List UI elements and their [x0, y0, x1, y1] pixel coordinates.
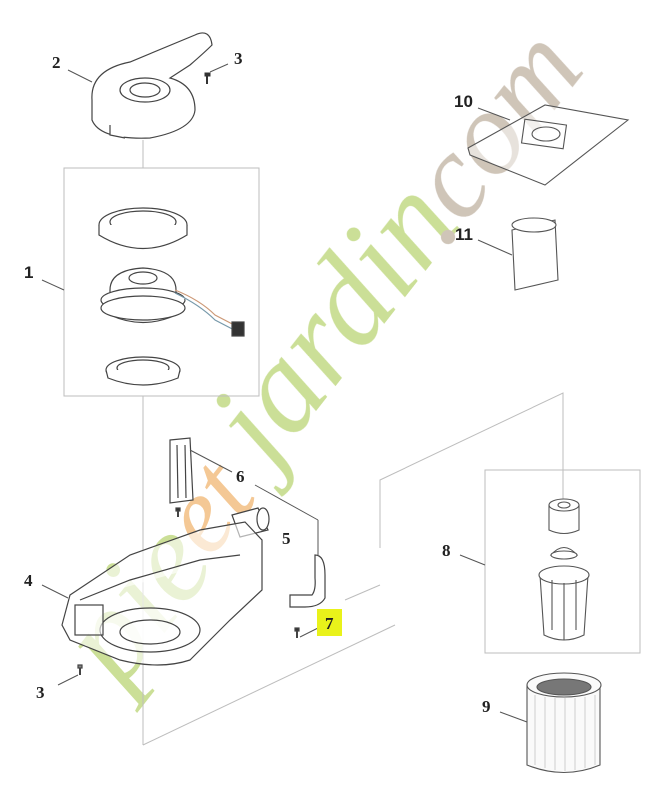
callout-8: 8: [442, 541, 451, 560]
part-2-motor-cover: [91, 32, 213, 139]
callout-5: 5: [282, 529, 291, 548]
part-8-float-valve: [538, 498, 590, 641]
part-3-screw-top: [204, 72, 211, 84]
part-7-cable-clamp: [289, 554, 326, 638]
callout-7: 7: [317, 609, 342, 636]
part-4-head-base: [61, 521, 263, 675]
callout-1: 1: [24, 263, 34, 282]
part-1-motor-assembly: [98, 207, 245, 386]
callout-11: 11: [455, 225, 473, 244]
part-6-handle-latch: [169, 437, 194, 517]
callout-9: 9: [482, 697, 491, 716]
callout-6: 6: [236, 467, 245, 486]
callout-2: 2: [52, 53, 61, 72]
callout-3-top: 3: [234, 49, 243, 68]
callout-10: 10: [454, 92, 473, 111]
callout-4: 4: [24, 571, 33, 590]
leader-lines: [41, 63, 528, 723]
callout-3-bottom: 3: [36, 683, 45, 702]
part-9-cartridge-filter: [526, 672, 602, 773]
part-10-dust-bag: [467, 104, 630, 186]
part-11-foam-filter: [511, 217, 559, 291]
